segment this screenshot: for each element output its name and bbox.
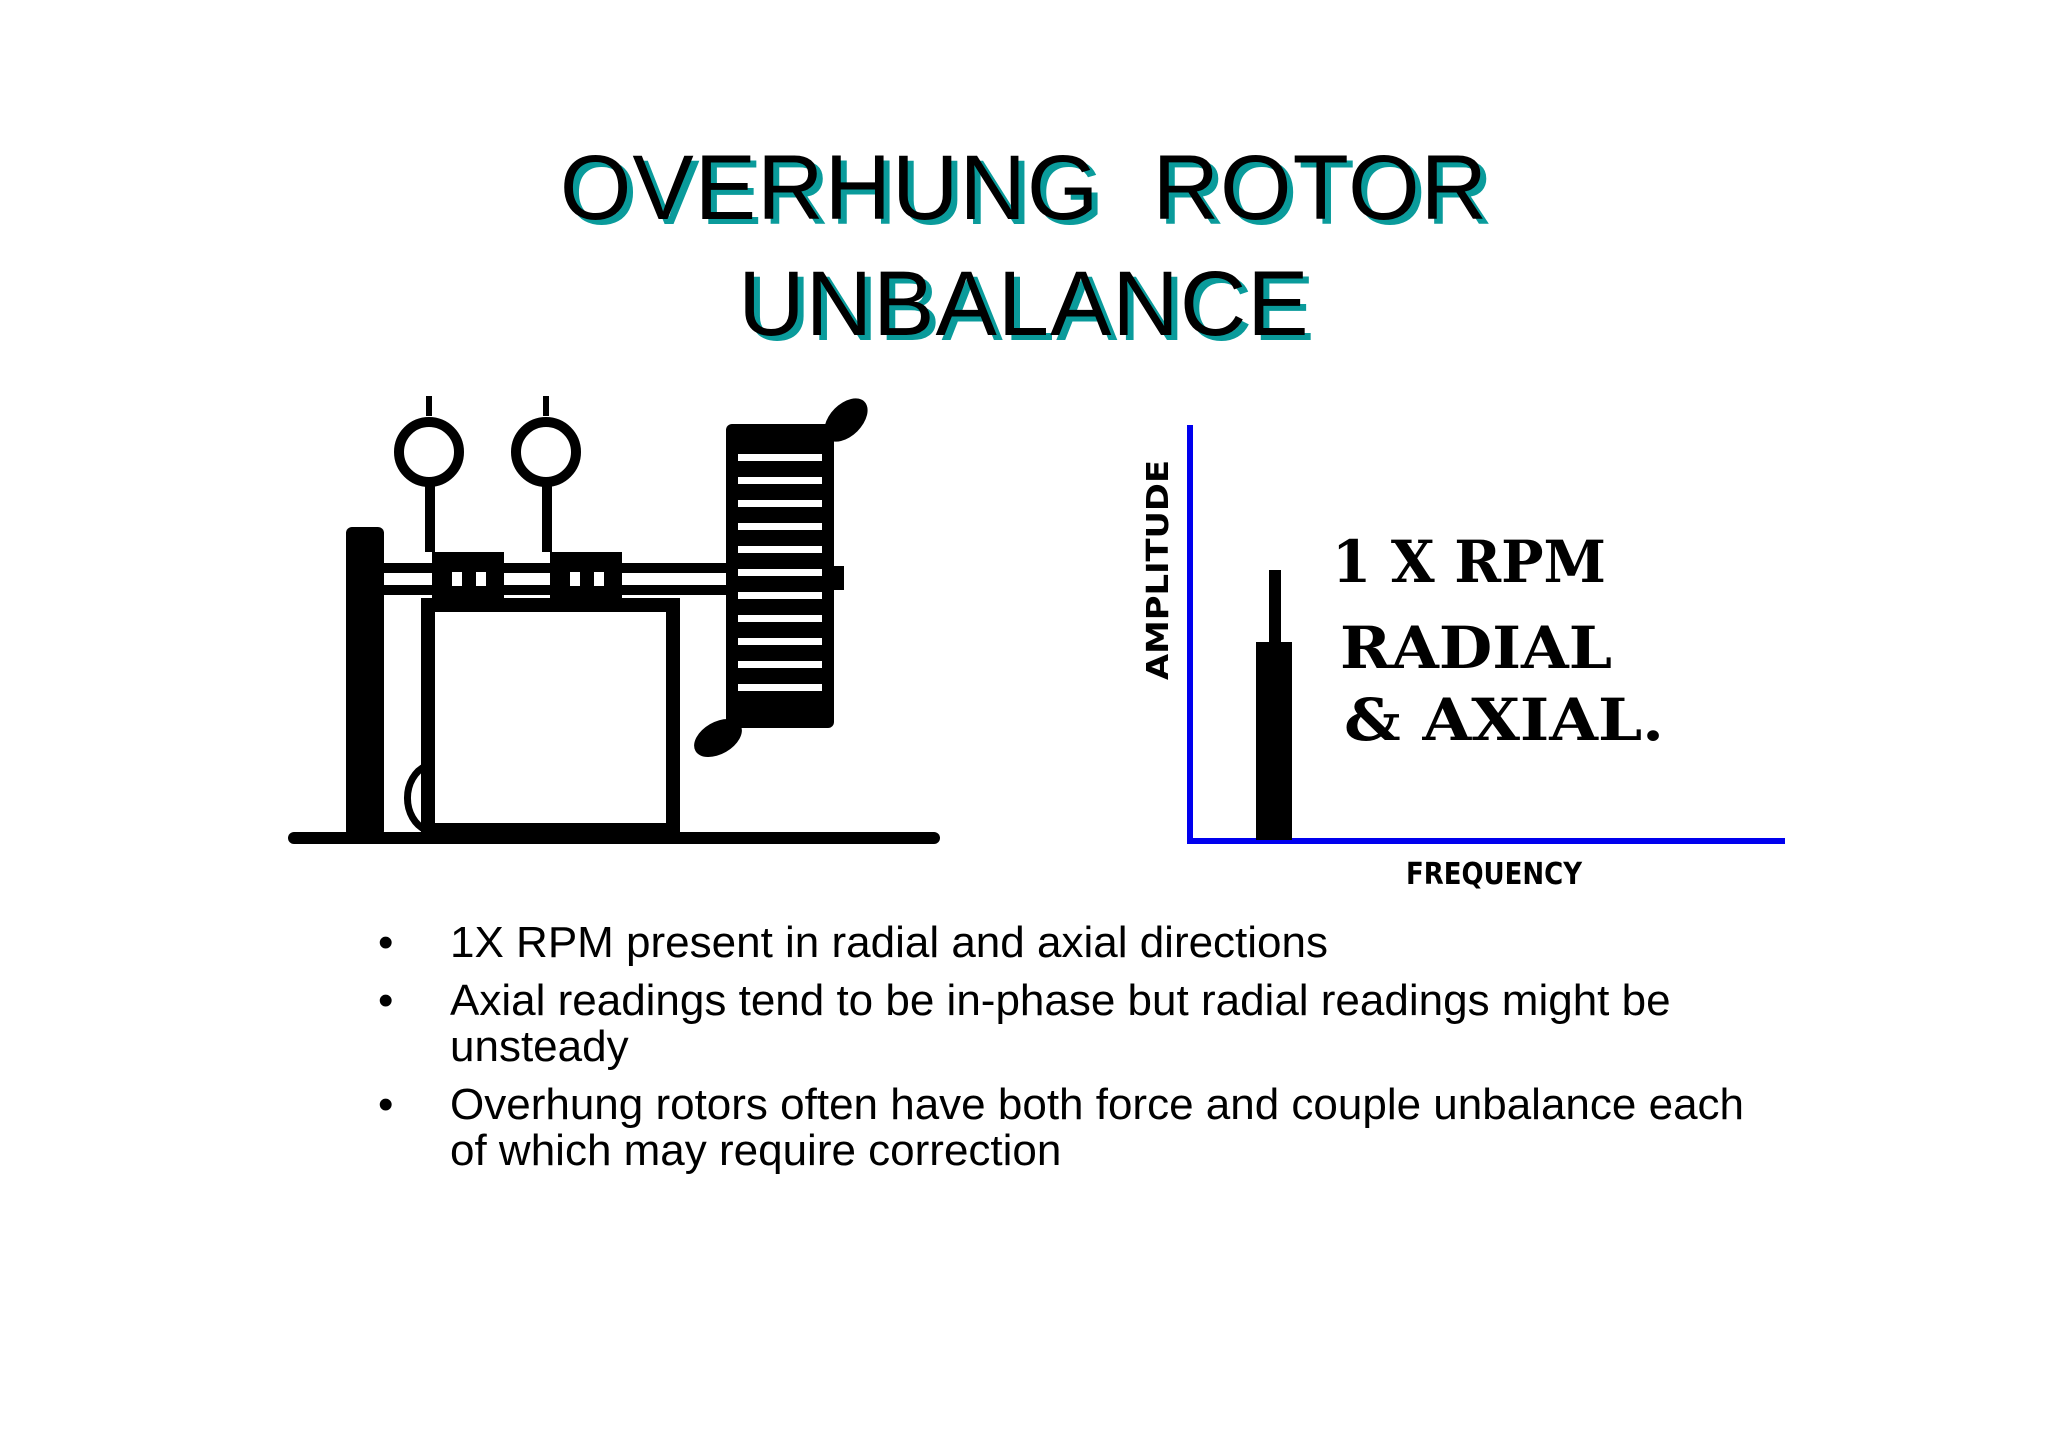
bullet-item: • Axial readings tend to be in-phase but… [378,978,1778,1070]
post-arc [403,762,428,834]
peak-1x-rpm-tip [1269,570,1281,645]
support-post [346,527,384,837]
x-axis-label: FREQUENCY [1406,857,1583,892]
bullet-text: Axial readings tend to be in-phase but r… [450,976,1671,1071]
bullet-item: • Overhung rotors often have both force … [378,1082,1778,1174]
annotation-axial: & AXIAL. [1344,686,1664,754]
y-axis-label: AMPLITUDE [1141,460,1176,680]
bullet-list: • 1X RPM present in radial and axial dir… [378,920,1778,1186]
spectrum-diagram: AMPLITUDE FREQUENCY 1 X RPM RADIAL & AXI… [1141,425,1785,892]
slide-title: OVERHUNG ROTOR UNBALANCE [0,130,2048,362]
dial-indicator-2-face [511,417,581,487]
dial-indicator-2-stem-top [543,396,549,416]
slide-title-line-1: OVERHUNG ROTOR [559,137,1489,239]
unbalance-weight-bottom [694,719,742,757]
peak-1x-rpm [1256,642,1292,840]
bearing-1-gap [452,572,462,586]
dial-indicator-1-face [394,417,464,487]
bearing-2 [550,552,622,606]
bearing-2-gap-2 [594,572,604,586]
bullet-marker: • [378,976,394,1025]
slide-title-line-2: UNBALANCE [738,253,1310,355]
bullet-marker: • [378,1080,394,1129]
unbalance-weight-top [824,398,868,442]
dial-indicator-1-stem-top [426,396,432,416]
bearing-2-gap [570,572,580,586]
motor-housing [421,598,680,837]
dial-indicator-2-stem [542,482,552,552]
bearing-1-gap-2 [476,572,486,586]
bullet-marker: • [378,918,394,967]
bearing-1 [432,552,504,606]
rotor-blades [738,454,822,691]
annotation-radial: RADIAL [1340,614,1612,682]
bullet-text: 1X RPM present in radial and axial direc… [450,918,1329,967]
overhung-rotor-machine-illustration [288,396,940,844]
annotation-1x-rpm: 1 X RPM [1332,528,1606,596]
bullet-text: Overhung rotors often have both force an… [450,1080,1745,1175]
bullet-item: • 1X RPM present in radial and axial dir… [378,920,1778,966]
rotor-hub [830,566,844,590]
dial-indicator-1-stem [425,482,435,552]
